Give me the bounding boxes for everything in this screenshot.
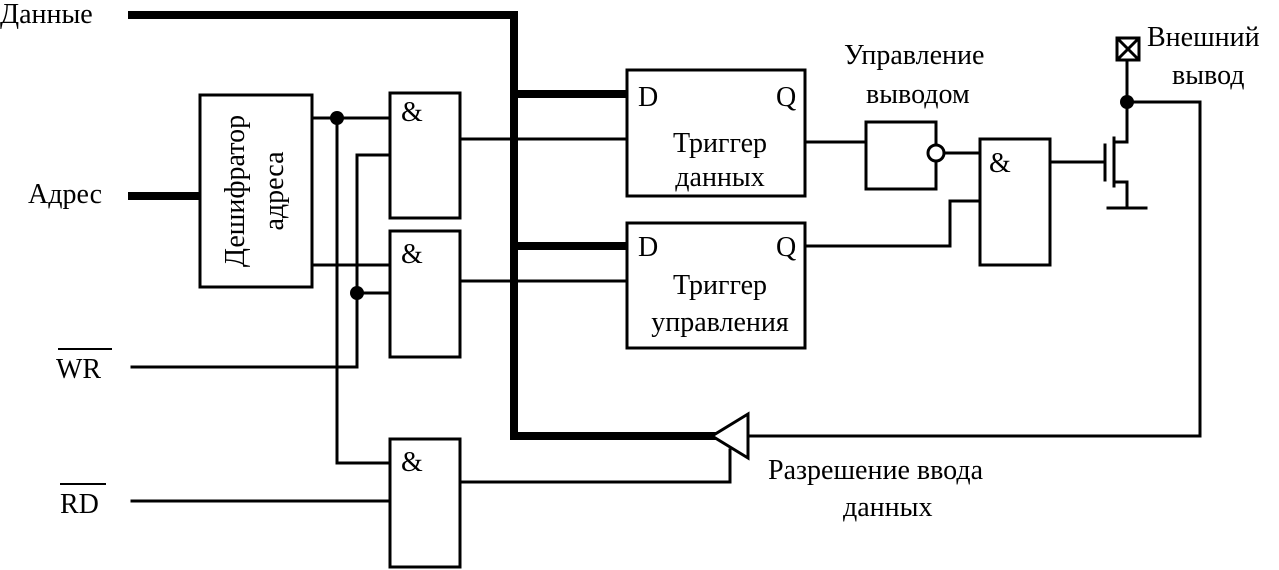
and-gate-read: & (388, 437, 462, 569)
address-decoder: Дешифратор адреса (198, 93, 314, 289)
control-trigger: D Q Триггер управления (625, 221, 807, 350)
and-gate-write-data: & (388, 91, 462, 220)
external-pin-label-line1: Внешний (1147, 22, 1260, 53)
and-symbol: & (401, 447, 423, 478)
external-pin-icon (1115, 36, 1141, 62)
and-symbol: & (401, 239, 423, 270)
and-gate-output: & (978, 137, 1052, 267)
inversion-bubble (926, 143, 946, 163)
input-buffer (709, 411, 750, 461)
wr-input: WR (56, 348, 112, 385)
decoder-label-line1: Дешифратор (220, 115, 251, 267)
data-trigger-d-label: D (638, 82, 658, 113)
feedback-wire (746, 100, 1202, 438)
data-input-label: Данные (0, 0, 93, 30)
and-symbol: & (989, 148, 1011, 179)
address-input-label: Адрес (28, 179, 102, 210)
control-trigger-title-line1: Триггер (673, 270, 767, 301)
data-bus (128, 11, 716, 440)
decoder-output-wires (310, 116, 392, 465)
external-pin-label-line2: вывод (1172, 60, 1245, 91)
rd-input-label: RD (60, 489, 99, 520)
decoder-label-line2: адреса (259, 151, 290, 231)
data-trigger-title-line1: Триггер (673, 128, 767, 159)
output-transistor (1103, 60, 1148, 210)
input-enable-label-line1: Разрешение ввода (768, 455, 984, 486)
data-trigger-q-label: Q (776, 82, 796, 113)
control-trigger-title-line2: управления (651, 307, 789, 338)
input-enable-label-line2: данных (843, 492, 932, 523)
and-symbol: & (401, 97, 423, 128)
rd-input: RD (60, 483, 106, 520)
output-control-label-line2: выводом (866, 79, 970, 110)
junction-dots (330, 95, 1134, 300)
data-trigger: D Q Триггер данных (625, 68, 807, 198)
and-gate-write-control: & (388, 229, 462, 359)
output-control-label-line1: Управление (844, 40, 984, 71)
wr-input-label: WR (56, 354, 101, 385)
control-trigger-q-label: Q (776, 232, 796, 263)
input-enable-wire (458, 448, 732, 484)
control-trigger-d-label: D (638, 232, 658, 263)
output-control-inverter (864, 120, 946, 191)
data-trigger-title-line2: данных (675, 162, 764, 193)
trigger-output-wires (803, 140, 1107, 248)
clock-wires (458, 137, 629, 283)
